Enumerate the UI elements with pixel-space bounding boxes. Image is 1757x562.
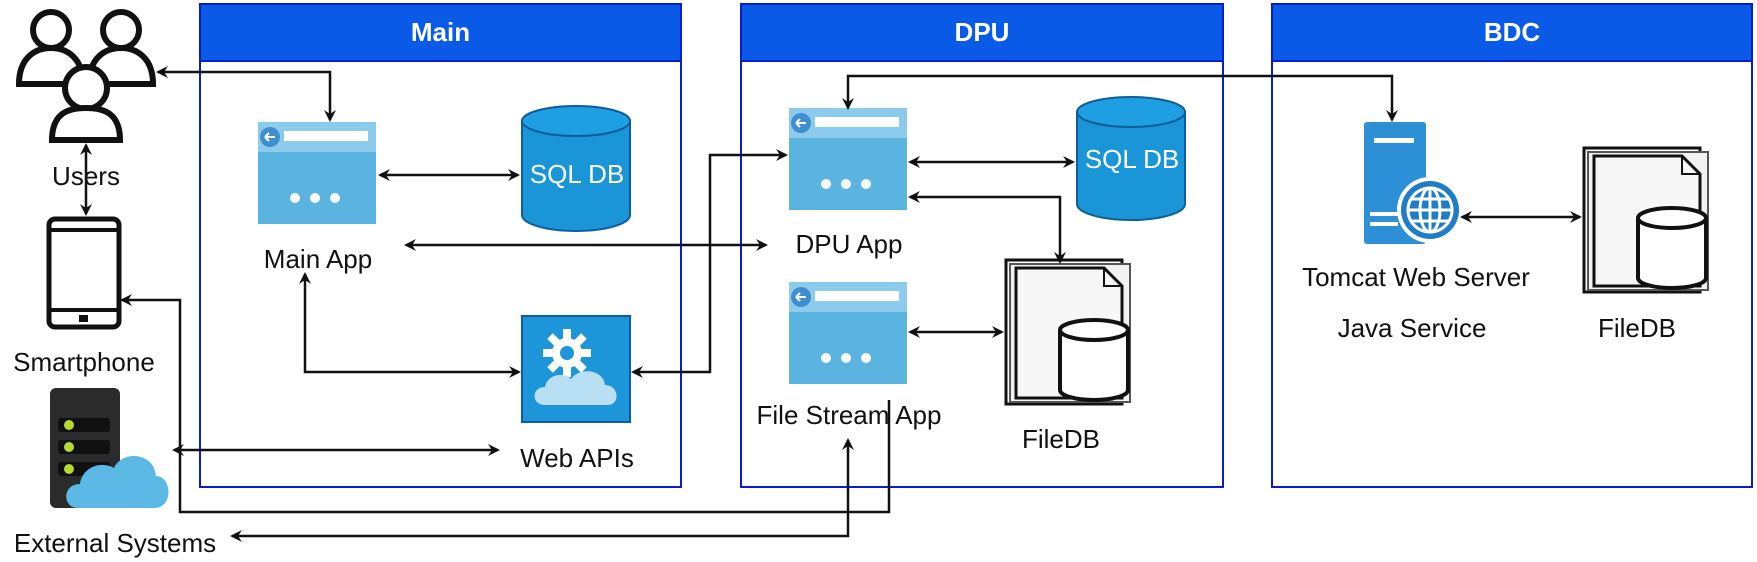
dpu-container-title: DPU [742, 5, 1222, 62]
dpu-filedb-label: FileDB [1021, 424, 1101, 454]
dpu-app-tomcat-edge [842, 74, 1398, 122]
external-systems-label: External Systems [13, 528, 217, 558]
file-stream-app-window-icon [789, 282, 907, 384]
users-main-app-edge [156, 66, 336, 122]
web-apis-dpu-app-edge [631, 149, 788, 378]
dpu-app-window-icon [789, 108, 907, 210]
web-api-icon [521, 315, 631, 423]
bdc-container-title: BDC [1273, 5, 1751, 62]
web-server-icon [1364, 122, 1466, 246]
main-app-web-apis-edge [299, 272, 521, 378]
smartphone-icon [46, 216, 122, 330]
file-stream-app-label: File Stream App [756, 400, 942, 430]
smartphone-label: Smartphone [13, 347, 155, 377]
dpu-sql-db-label: SQL DB [1084, 144, 1180, 174]
users-icon [14, 4, 160, 144]
bdc-filedb-label: FileDB [1597, 313, 1677, 343]
file-database-icon [1004, 258, 1136, 408]
file-database-icon [1582, 146, 1712, 296]
main-app-window-icon [258, 122, 376, 224]
tomcat-web-server-label: Tomcat Web Server [1302, 262, 1530, 292]
web-apis-smartphone-edge [120, 294, 891, 514]
java-service-label: Java Service [1337, 313, 1487, 343]
database-icon [520, 105, 632, 235]
main-container-title: Main [201, 5, 680, 62]
server-cloud-icon [48, 388, 174, 510]
external-file-stream-edge [230, 438, 854, 542]
dpu-app-filedb-edge [908, 191, 1066, 264]
dpu-app-label: DPU App [795, 229, 903, 259]
main-sql-db-label: SQL DB [529, 159, 625, 189]
main-app-label: Main App [263, 244, 373, 274]
